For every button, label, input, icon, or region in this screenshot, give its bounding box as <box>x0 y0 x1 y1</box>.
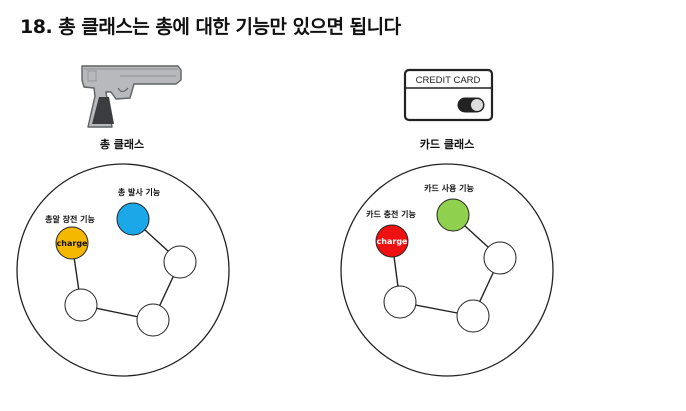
gun-node <box>137 304 169 336</box>
gun-charge-tag: charge <box>57 239 89 248</box>
gun-node <box>65 289 97 321</box>
card-class-caption: 카드 클래스 <box>405 136 489 152</box>
gun-class-circle: 총 발사 기능 총알 장전 기능 charge <box>17 164 229 376</box>
card-use-label: 카드 사용 기능 <box>424 183 474 193</box>
card-charge-label: 카드 충전 기능 <box>366 209 416 219</box>
credit-card-icon: CREDIT CARD <box>405 70 492 120</box>
card-use-node <box>437 199 469 231</box>
card-node <box>384 286 416 318</box>
card-image-text: CREDIT CARD <box>416 75 481 86</box>
gun-node <box>164 246 196 278</box>
card-class-circle: 카드 사용 기능 카드 충전 기능 charge <box>341 164 553 376</box>
card-node <box>484 242 516 274</box>
gun-fire-node <box>117 203 149 235</box>
card-node <box>457 300 489 332</box>
gun-fire-label: 총 발사 기능 <box>118 187 161 197</box>
card-charge-tag: charge <box>377 237 409 246</box>
gun-icon <box>82 66 181 127</box>
gun-charge-label: 총알 장전 기능 <box>45 214 95 224</box>
gun-class-caption: 총 클래스 <box>80 136 164 152</box>
